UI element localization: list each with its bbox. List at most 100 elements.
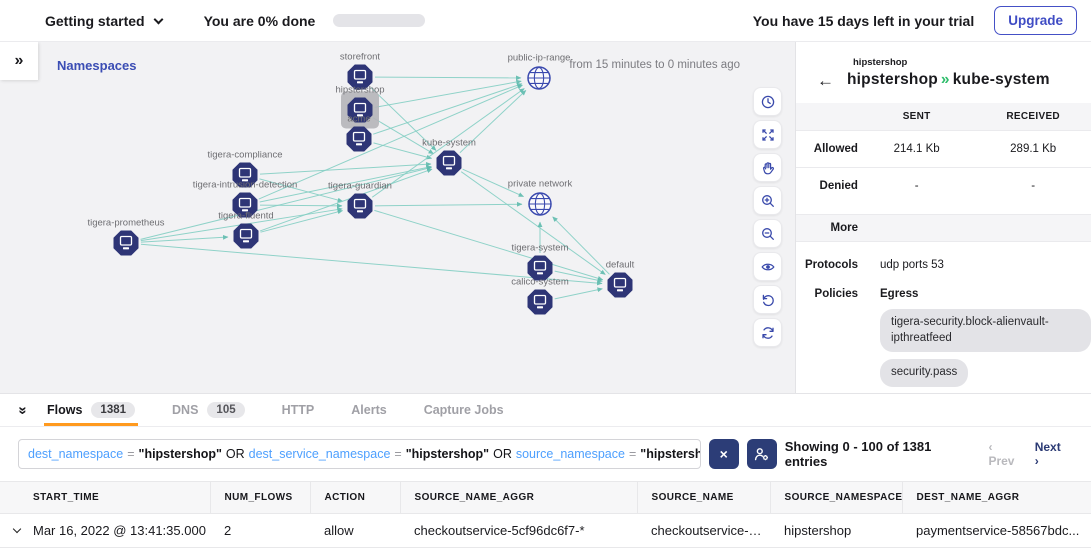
graph-node-hipstershop[interactable]: hipstershop [335, 85, 385, 129]
graph-edge[interactable] [374, 79, 522, 108]
back-arrow-icon[interactable]: ← [817, 70, 834, 90]
col-source-name-aggr[interactable]: SOURCE_NAME_AGGR [400, 481, 638, 514]
clear-filter-button[interactable]: × [708, 439, 739, 469]
graph-edge[interactable] [140, 243, 603, 286]
allowed-label: Allowed [796, 130, 858, 168]
graph-node-tigera-prometheus[interactable]: tigera-prometheus [87, 218, 165, 256]
graph-node-tigera-guardian[interactable]: tigera-guardian [328, 181, 392, 219]
graph-tool-undo-button[interactable] [753, 285, 782, 314]
graph-node-private-network[interactable]: private network [508, 179, 573, 216]
graph-tool-eye-button[interactable] [753, 252, 782, 281]
upgrade-button[interactable]: Upgrade [994, 6, 1077, 35]
breadcrumb: hipstershop [853, 57, 908, 68]
graph-edge[interactable] [554, 270, 603, 283]
graph-node-tigera-fluentd[interactable]: tigera-fluentd [218, 211, 274, 249]
graph-edge[interactable] [552, 216, 610, 275]
title-dest: kube-system [952, 71, 1050, 88]
graph-node-tigera-compliance[interactable]: tigera-compliance [208, 150, 283, 188]
col-action[interactable]: ACTION [310, 481, 401, 514]
chevron-down-icon[interactable] [153, 14, 164, 24]
graph-node-calico-system[interactable]: calico-system [511, 277, 569, 315]
col-source-name[interactable]: SOURCE_NAME [637, 481, 771, 514]
pan-icon [760, 160, 776, 176]
graph-edge[interactable] [259, 161, 432, 175]
flows-table: START_TIME NUM_FLOWS ACTION SOURCE_NAME_… [0, 481, 1091, 548]
node-label: tigera-guardian [328, 181, 392, 192]
query-token-field: dest_namespace [28, 447, 124, 461]
query-token-op: = [394, 447, 402, 461]
page-title: hipstershop»kube-system [847, 71, 1050, 89]
graph-edge[interactable] [462, 168, 524, 198]
col-source-namespace[interactable]: SOURCE_NAMESPACE [770, 481, 903, 514]
tab-http[interactable]: HTTP [281, 403, 315, 417]
graph-edge[interactable] [140, 234, 229, 243]
graph-node-public-ip-range[interactable]: public-ip-range [508, 53, 571, 90]
graph-edge[interactable] [259, 203, 343, 209]
graph-tool-pan-button[interactable] [753, 153, 782, 182]
graph-tool-zoom-out-button[interactable] [753, 219, 782, 248]
graph-edge[interactable] [259, 165, 432, 203]
graph-edge[interactable] [259, 178, 344, 203]
graph-edge[interactable] [372, 117, 434, 155]
graph-edge[interactable] [374, 209, 604, 281]
row-expand-icon[interactable] [12, 524, 22, 534]
graph-node-acme[interactable]: acme [346, 114, 372, 152]
node-label: hipstershop [335, 85, 384, 96]
col-num-flows[interactable]: NUM_FLOWS [210, 481, 311, 514]
workload-icon [533, 260, 547, 271]
top-bar: Getting started You are 0% done You have… [0, 0, 1091, 42]
policy-tag[interactable]: security.pass [880, 359, 969, 387]
query-token-op: = [127, 447, 135, 461]
graph-edge[interactable] [259, 168, 433, 232]
graph-edge[interactable] [260, 209, 343, 233]
graph-node-default[interactable]: default [606, 260, 635, 298]
graph-edge[interactable] [460, 171, 606, 275]
next-page-button[interactable]: Next › [1034, 440, 1061, 468]
graph-node-kube-system[interactable]: kube-system [422, 138, 476, 176]
col-dest-name-aggr[interactable]: DEST_NAME_AGGR [902, 481, 1091, 514]
protocols-value: udp ports 53 [880, 259, 944, 271]
graph-tool-clock-button[interactable] [753, 87, 782, 116]
graph-node-storefront[interactable]: storefront [340, 52, 380, 90]
graph-tool-refresh-button[interactable] [753, 318, 782, 347]
prev-page-button[interactable]: ‹ Prev [988, 440, 1015, 468]
close-icon: × [719, 446, 728, 462]
node-label: tigera-system [511, 243, 568, 254]
query-token-value: "hipstershop [640, 447, 699, 461]
node-label: tigera-prometheus [87, 218, 164, 229]
graph-edge[interactable] [371, 88, 525, 198]
graph-edge[interactable] [258, 84, 523, 200]
cell-source-namespace: hipstershop [770, 513, 902, 548]
workload-icon [238, 197, 252, 208]
graph-edge[interactable] [374, 201, 523, 207]
query-token-bool: OR [225, 447, 245, 461]
sidebar-expand-button[interactable]: » [0, 42, 38, 80]
tab-capture-jobs[interactable]: Capture Jobs [423, 403, 504, 417]
getting-started-menu[interactable]: Getting started [45, 12, 145, 29]
node-label: tigera-compliance [208, 150, 283, 161]
panel-collapse-icon[interactable]: » [15, 399, 32, 421]
graph-edge[interactable] [554, 287, 603, 300]
cell-num-flows: 2 [210, 513, 310, 548]
policy-tag[interactable]: tigera-security.block-alienvault-ipthrea… [880, 309, 1091, 353]
user-settings-button[interactable] [746, 439, 777, 469]
graph-edge[interactable] [459, 89, 527, 154]
graph-tool-fit-screen-button[interactable] [753, 120, 782, 149]
graph-edge[interactable] [370, 87, 437, 151]
graph-tool-zoom-in-button[interactable] [753, 186, 782, 215]
table-row[interactable]: Mar 16, 2022 @ 13:41:35.000 2 allow chec… [0, 513, 1091, 548]
trial-countdown: You have 15 days left in your trial [752, 12, 975, 29]
graph-node-tigera-intrusion-detection[interactable]: tigera-intrusion-detection [193, 180, 298, 218]
graph-node-tigera-system[interactable]: tigera-system [511, 243, 569, 281]
workload-icon [239, 228, 253, 239]
col-start-time[interactable]: START_TIME [0, 481, 211, 514]
graph-edge[interactable] [373, 83, 523, 135]
graph-edge[interactable] [140, 166, 432, 240]
graph-edge[interactable] [374, 75, 522, 81]
tab-alerts[interactable]: Alerts [351, 403, 387, 417]
protocols-label: Protocols [804, 259, 858, 271]
